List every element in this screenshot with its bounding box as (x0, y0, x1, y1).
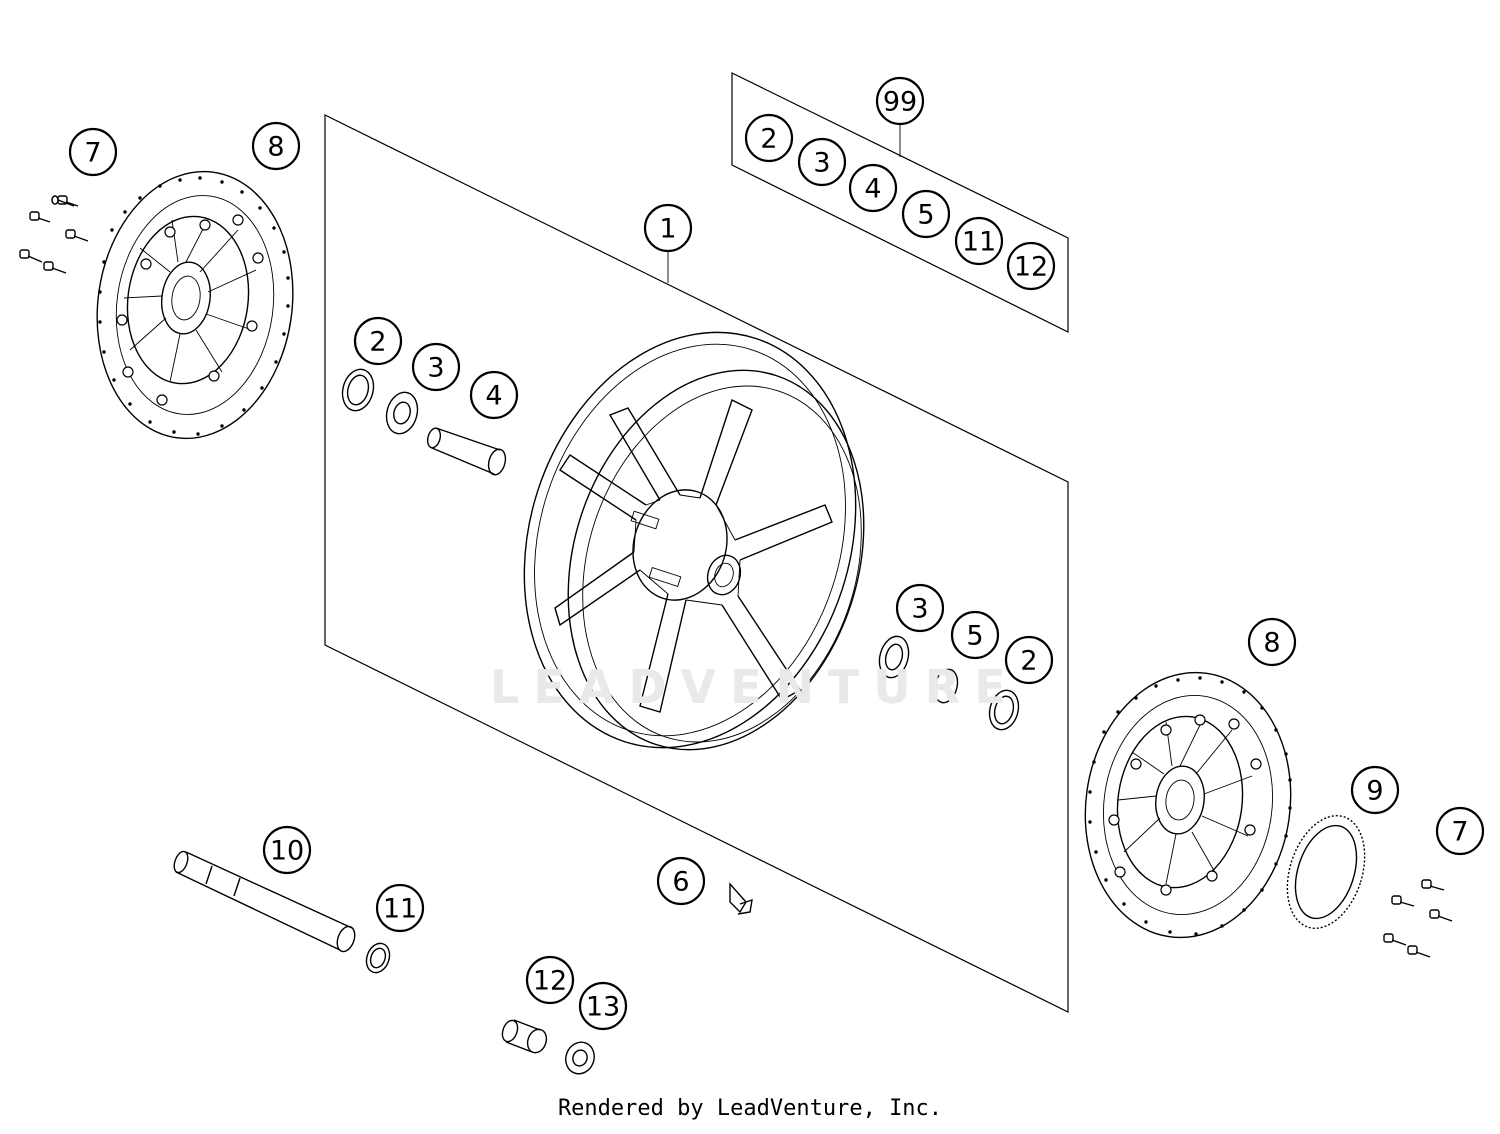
bearing-left (385, 391, 419, 435)
disc-bolts-left (19, 195, 89, 274)
callout-kit-5: 5 (901, 189, 951, 239)
callout-99: 99 (875, 76, 925, 126)
callout-number: 2 (369, 327, 386, 358)
callout-circle (353, 316, 403, 366)
callout-circle (797, 137, 847, 187)
callout-kit-11: 11 (954, 216, 1004, 266)
callout-number: 13 (586, 992, 620, 1023)
callout-4-left: 4 (469, 370, 519, 420)
callout-circle (954, 216, 1004, 266)
callout-number: 3 (427, 353, 444, 384)
callout-circle (1006, 241, 1056, 291)
callout-kit-12: 12 (1006, 241, 1056, 291)
callout-circle (950, 610, 1000, 660)
callout-13: 13 (578, 981, 628, 1031)
callout-circle (251, 121, 301, 171)
disc-bolts-right (1383, 879, 1453, 958)
nut-13 (565, 1041, 595, 1075)
callout-9: 9 (1350, 765, 1400, 815)
callout-number: 6 (672, 867, 689, 898)
brake-disc-left (96, 170, 294, 440)
abs-sensor-ring (1286, 815, 1366, 929)
callout-number: 2 (1020, 646, 1037, 677)
callout-number: 3 (813, 148, 830, 179)
axle-spacer-11 (365, 942, 391, 974)
spacer-sleeve (426, 427, 507, 476)
callout-circle (68, 127, 118, 177)
brake-disc-right (1084, 671, 1292, 939)
callout-2-right: 2 (1004, 635, 1054, 685)
callout-2-left: 2 (353, 316, 403, 366)
callout-number: 7 (1451, 817, 1468, 848)
callout-circle (469, 370, 519, 420)
callout-1: 1 (643, 203, 693, 253)
callout-circle (578, 981, 628, 1031)
callout-number: 1 (659, 214, 676, 245)
callout-number: 12 (533, 966, 567, 997)
callout-number: 2 (760, 124, 777, 155)
callout-circle (656, 856, 706, 906)
callout-7-right: 7 (1435, 806, 1485, 856)
callout-kit-4: 4 (848, 163, 898, 213)
callout-8-right: 8 (1247, 617, 1297, 667)
callout-number: 7 (84, 138, 101, 169)
callout-circle (525, 955, 575, 1005)
footer-credit: Rendered by LeadVenture, Inc. (557, 1096, 943, 1121)
seal-ring-right (988, 689, 1020, 731)
callout-number: 4 (864, 174, 881, 205)
callout-circle (1435, 806, 1485, 856)
callout-3-left: 3 (411, 342, 461, 392)
front-wheel-rim (523, 331, 865, 751)
callout-circle (848, 163, 898, 213)
callout-number: 9 (1366, 776, 1383, 807)
callout-circle (901, 189, 951, 239)
callout-7-left: 7 (68, 127, 118, 177)
callout-number: 12 (1014, 252, 1048, 283)
callout-number: 5 (966, 621, 983, 652)
callout-circle (375, 883, 425, 933)
callout-number: 10 (270, 836, 304, 867)
wheel-axle (173, 850, 356, 953)
callout-circle (411, 342, 461, 392)
spacer-12 (501, 1019, 548, 1054)
callout-number: 4 (485, 381, 502, 412)
callout-5-right: 5 (950, 610, 1000, 660)
callout-number: 11 (383, 894, 417, 925)
bearing-right (878, 635, 910, 679)
callout-number: 99 (883, 87, 917, 118)
callout-circle (875, 76, 925, 126)
callout-6: 6 (656, 856, 706, 906)
callout-8-left: 8 (251, 121, 301, 171)
spacer-ring-right (933, 668, 959, 704)
callout-circle (1247, 617, 1297, 667)
watermark: LEADVENTURE (490, 660, 1020, 714)
kit-99-frame (731, 72, 1069, 333)
callout-circle (643, 203, 693, 253)
callout-circle (1004, 635, 1054, 685)
seal-ring-left (341, 368, 375, 412)
callout-number: 5 (917, 200, 934, 231)
callout-10: 10 (262, 825, 312, 875)
callout-number: 11 (962, 227, 996, 258)
tire-valve (729, 882, 753, 915)
callout-circle (262, 825, 312, 875)
callout-number: 8 (1263, 628, 1280, 659)
callout-circle (895, 583, 945, 633)
wheel-assembly-frame (324, 114, 1069, 1013)
callout-circle (1350, 765, 1400, 815)
callout-11: 11 (375, 883, 425, 933)
callout-kit-2: 2 (744, 113, 794, 163)
callout-circle (744, 113, 794, 163)
callout-number: 3 (911, 594, 928, 625)
callout-kit-3: 3 (797, 137, 847, 187)
callout-3-right: 3 (895, 583, 945, 633)
callout-12: 12 (525, 955, 575, 1005)
callout-number: 8 (267, 132, 284, 163)
